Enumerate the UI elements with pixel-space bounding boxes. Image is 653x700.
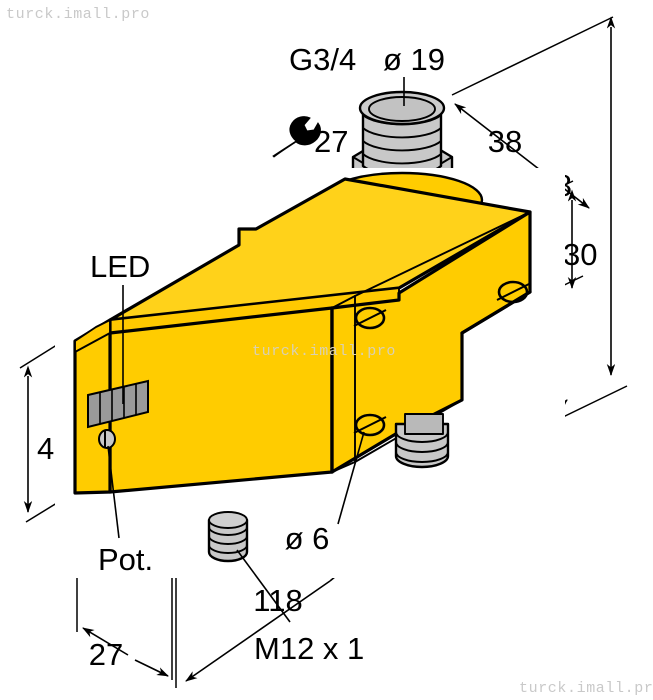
m12-connector-right bbox=[394, 413, 450, 469]
mounting-hole-lower-centerline bbox=[353, 416, 387, 434]
right-block-top-ridge bbox=[354, 211, 531, 297]
dim-value-30: 30 bbox=[563, 237, 597, 272]
mounting-holes bbox=[353, 280, 530, 437]
label-led: LED bbox=[90, 249, 150, 284]
label-dia19: ø 19 bbox=[383, 42, 445, 77]
led-strip bbox=[87, 379, 149, 429]
mounting-hole-right-centerline bbox=[496, 283, 530, 301]
mounting-hole-upper bbox=[354, 306, 386, 330]
watermark-center-body: turck.imall.pro bbox=[252, 343, 396, 360]
led-indicator-assembly bbox=[87, 379, 149, 429]
mounting-hole-lower bbox=[354, 413, 386, 437]
label-dia6: ø 6 bbox=[285, 521, 330, 556]
dim-value-38: 38 bbox=[488, 124, 522, 159]
watermark-bottom-right: turck.imall.pro bbox=[519, 680, 653, 697]
left-end-bevel bbox=[74, 319, 111, 353]
wrench-icon bbox=[272, 116, 321, 158]
label-g34: G3/4 bbox=[289, 42, 356, 77]
label-wrench-27: 27 bbox=[314, 124, 348, 159]
mounting-hole-upper-centerline bbox=[353, 309, 387, 327]
m12-thread-lines-left bbox=[208, 526, 248, 554]
pot-screw-head bbox=[98, 429, 116, 449]
led-segment-dividers bbox=[99, 383, 137, 424]
m12-connector-left bbox=[207, 511, 249, 563]
m12-keyway-right bbox=[404, 413, 444, 435]
leader-pot bbox=[107, 445, 120, 539]
dim-value-118-length: 118 bbox=[253, 583, 302, 618]
leader-dia6 bbox=[337, 431, 365, 525]
dim-value-27: 27 bbox=[89, 637, 123, 672]
watermark-top-left: turck.imall.pro bbox=[6, 6, 150, 23]
potentiometer-screw bbox=[98, 429, 116, 449]
housing-step-bottom bbox=[331, 461, 356, 473]
sensor-housing bbox=[55, 168, 565, 578]
top-face bbox=[108, 177, 532, 322]
port-top-rim-inner bbox=[368, 96, 436, 122]
m12-thread-lines-right bbox=[395, 431, 449, 463]
label-m12: M12 x 1 bbox=[254, 631, 364, 666]
label-pot: Pot. bbox=[98, 542, 153, 577]
mounting-hole-right bbox=[497, 280, 529, 304]
leader-m12 bbox=[236, 549, 291, 623]
m12-top-rim-left bbox=[208, 511, 248, 529]
housing-step-top bbox=[331, 295, 356, 309]
right-end-chamfer bbox=[460, 290, 532, 335]
